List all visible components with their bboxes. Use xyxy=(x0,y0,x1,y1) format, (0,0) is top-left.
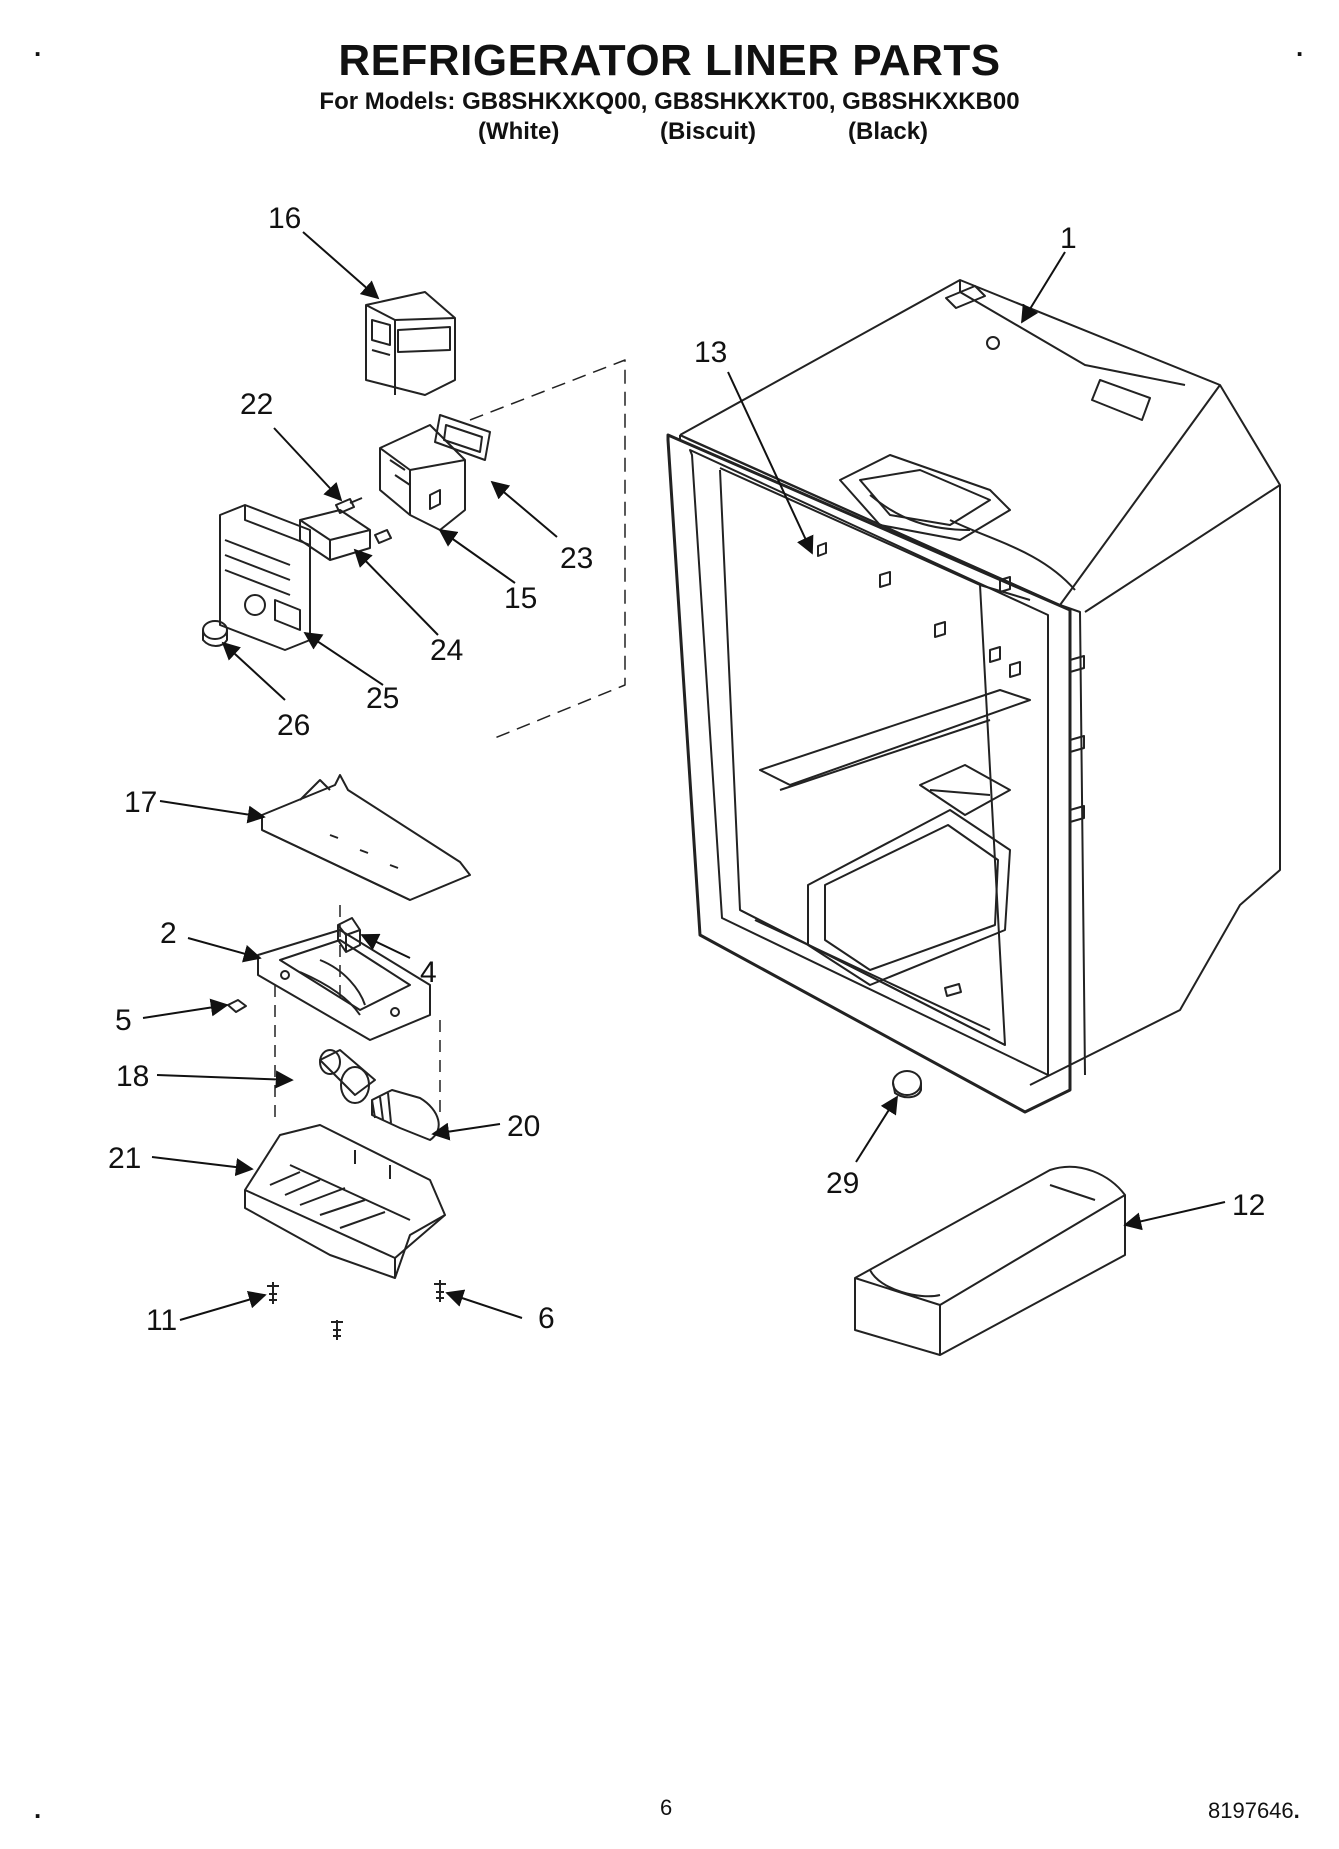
leader-13 xyxy=(727,371,814,555)
alignment-line xyxy=(469,359,626,741)
light-cover-part-21 xyxy=(244,1124,446,1279)
light-housing-part-2 xyxy=(257,929,431,1041)
screw-part-11 xyxy=(267,1282,279,1304)
callout-20: 20 xyxy=(507,1110,540,1143)
screw-loose xyxy=(331,1320,343,1340)
color-white: (White) xyxy=(478,118,560,145)
control-cover-part-16 xyxy=(365,291,456,396)
socket-part-18 xyxy=(319,1049,376,1104)
leader-21 xyxy=(151,1156,254,1177)
leader-16 xyxy=(302,231,380,300)
clip-part-5 xyxy=(227,999,247,1013)
callout-23: 23 xyxy=(560,542,593,575)
screw-small xyxy=(374,529,392,544)
leader-11 xyxy=(179,1290,267,1321)
corner-mark-top-right: . xyxy=(1296,32,1304,62)
bulb-part-20 xyxy=(371,1089,440,1141)
callout-29: 29 xyxy=(826,1167,859,1200)
leader-24 xyxy=(353,548,439,636)
callout-12: 12 xyxy=(1232,1189,1265,1222)
leader-1 xyxy=(1021,251,1066,324)
callout-22: 22 xyxy=(240,388,273,421)
corner-mark-top-left: . xyxy=(34,32,42,62)
leader-23 xyxy=(490,480,558,538)
callout-26: 26 xyxy=(277,709,310,742)
model-list: For Models: GB8SHKXKQ00, GB8SHKXKT00, GB… xyxy=(319,88,1020,115)
color-black: (Black) xyxy=(848,118,929,145)
callout-17: 17 xyxy=(124,786,157,819)
callout-5: 5 xyxy=(115,1004,132,1037)
page-number: 6 xyxy=(660,1795,673,1820)
button-part-29 xyxy=(892,1070,922,1099)
callout-25: 25 xyxy=(366,682,399,715)
leader-12 xyxy=(1123,1201,1226,1231)
callout-15: 15 xyxy=(504,582,537,615)
leader-15 xyxy=(438,528,516,584)
callout-13: 13 xyxy=(694,336,727,369)
leader-29 xyxy=(855,1095,898,1163)
callout-16: 16 xyxy=(268,202,301,235)
leader-25 xyxy=(303,632,384,686)
callout-2: 2 xyxy=(160,917,177,950)
light-bracket-part-17 xyxy=(261,774,471,901)
control-panel-part-25 xyxy=(219,504,311,651)
liner-part-1 xyxy=(666,279,1281,1114)
bracket-part-24 xyxy=(299,509,371,561)
bin-part-12 xyxy=(854,1165,1126,1356)
callout-1: 1 xyxy=(1060,222,1077,255)
leader-5 xyxy=(142,998,229,1019)
leader-17 xyxy=(159,800,266,824)
callout-6: 6 xyxy=(538,1302,555,1335)
document-code-period: . xyxy=(1293,1798,1300,1823)
callout-11: 11 xyxy=(146,1304,177,1337)
knob-part-26 xyxy=(202,620,228,647)
leader-6 xyxy=(445,1289,523,1319)
color-biscuit: (Biscuit) xyxy=(660,118,756,145)
leader-22 xyxy=(273,427,343,502)
leader-18 xyxy=(156,1070,294,1089)
leader-20 xyxy=(431,1122,501,1141)
screw-part-6 xyxy=(434,1280,446,1302)
callout-4: 4 xyxy=(420,956,437,989)
document-code-text: 8197646 xyxy=(1208,1798,1294,1823)
leader-2 xyxy=(187,937,262,963)
callout-24: 24 xyxy=(430,634,463,667)
leader-26 xyxy=(221,641,286,701)
callout-21: 21 xyxy=(108,1142,141,1175)
control-housing-part-15 xyxy=(379,424,466,531)
page-title: REFRIGERATOR LINER PARTS xyxy=(338,36,1001,85)
document-code: 8197646. xyxy=(1208,1798,1300,1824)
callout-18: 18 xyxy=(116,1060,149,1093)
corner-mark-bottom-left: . xyxy=(34,1794,42,1824)
leader-4 xyxy=(360,933,411,959)
